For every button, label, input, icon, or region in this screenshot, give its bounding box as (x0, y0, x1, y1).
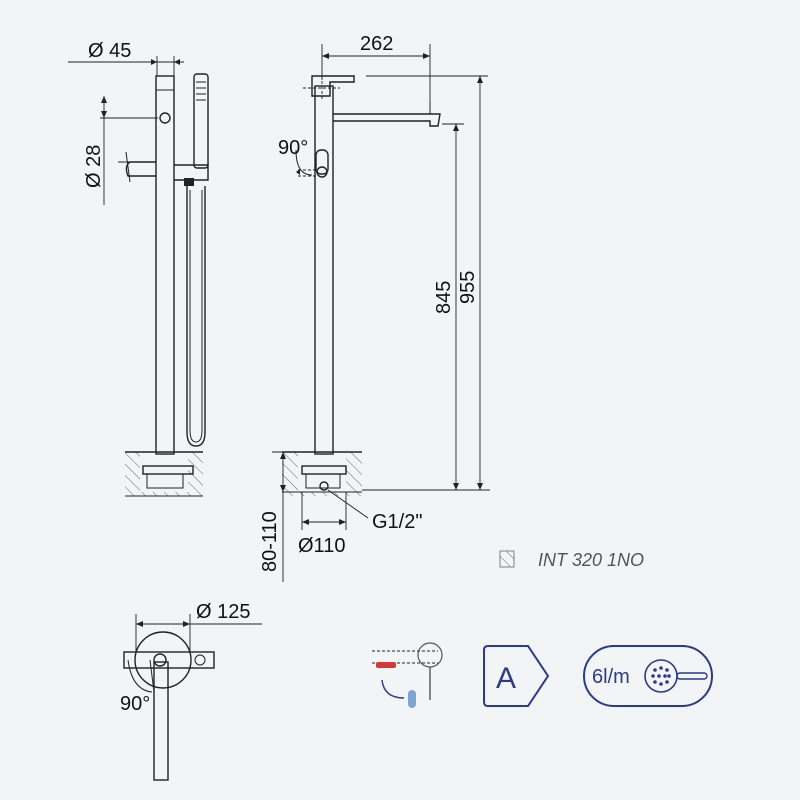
front-view: Ø 45 Ø 28 (68, 40, 209, 497)
product-code-group: INT 320 1NO (499, 550, 644, 570)
top-spout (153, 661, 169, 781)
flange-diameter-label: Ø 125 (196, 601, 250, 623)
base-diameter-label: Ø110 (298, 535, 345, 557)
flow-rate-label: 6l/m (592, 666, 630, 688)
side-top-handle (311, 75, 355, 97)
top-body (123, 651, 215, 669)
ground-hatch-icon (499, 550, 515, 568)
side-lever (315, 149, 329, 175)
spout-reach-label: 262 (360, 33, 393, 55)
spout-height-label: 845 (433, 281, 455, 314)
cold-start-icon (372, 642, 443, 708)
flow-rate-badge: 6l/m (583, 645, 713, 707)
lever-rotation-side-label: 90° (278, 137, 308, 159)
front-lever (125, 161, 156, 177)
body-diameter-label: Ø 45 (88, 40, 131, 62)
energy-class-label: A (496, 662, 516, 695)
energy-class-badge: A (483, 645, 550, 707)
front-body-column (155, 75, 175, 455)
front-hand-shower (193, 73, 209, 169)
side-connection (319, 481, 329, 491)
side-body-column (314, 85, 334, 455)
front-diverter-knob (159, 112, 171, 124)
top-view: 90° Ø 125 (120, 601, 262, 781)
top-flange (134, 631, 192, 689)
total-height-label: 955 (457, 271, 479, 304)
front-hose (186, 186, 206, 447)
lever-rotation-top-label: 90° (120, 693, 150, 715)
side-view: 90° 262 845 955 80-110 Ø110 G1/ (259, 33, 490, 582)
handle-diameter-label: Ø 28 (83, 145, 105, 188)
shower-head-icon (644, 659, 678, 693)
connection-label: G1/2" (372, 511, 422, 533)
side-spout (333, 113, 441, 127)
base-depth-label: 80-110 (259, 511, 281, 572)
product-code: INT 320 1NO (538, 550, 644, 570)
front-holder-knot (184, 178, 194, 186)
